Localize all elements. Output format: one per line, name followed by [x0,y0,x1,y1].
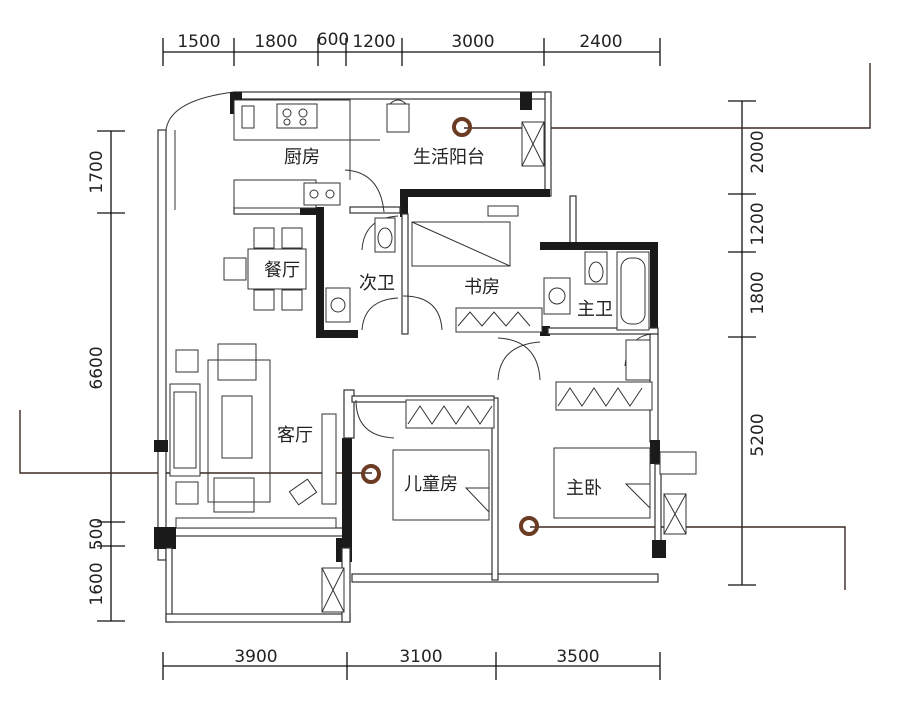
reference-lines [19,63,871,590]
marker-balcony [452,117,472,137]
kitchen-fixtures [233,99,380,209]
room-labels: 厨房 生活阳台 餐厅 次卫 书房 主卫 客厅 儿童房 主卧 [264,147,613,499]
left-dim-4: 1600 [87,562,107,605]
room-label-study: 书房 [464,277,500,298]
bottom-balcony-fixtures [321,567,345,613]
second-bath-fixtures [325,217,396,323]
master-bedroom-furniture [553,339,697,535]
right-dim-3: 1800 [748,271,768,314]
right-dim-4: 5200 [748,413,768,456]
left-dim-3: 500 [87,518,107,550]
kids-room-furniture [392,399,495,521]
room-label-second-bath: 次卫 [359,273,395,294]
orientation-markers [361,117,539,536]
bottom-dim-3: 3500 [556,647,599,667]
marker-living [361,464,381,484]
bottom-dim-2: 3100 [399,647,442,667]
room-label-kitchen: 厨房 [284,147,320,168]
top-dim-6: 2400 [579,32,622,52]
bottom-dimension-line: 3900 3100 3500 [162,647,661,680]
right-dim-1: 2000 [748,130,768,173]
left-dimension-line: 1700 6600 500 1600 [87,130,125,622]
room-label-living: 客厅 [277,425,313,446]
balcony-fixtures [386,99,545,167]
master-bath-fixtures [543,251,650,331]
top-dim-3: 600 [317,30,349,50]
dining-table [223,227,307,311]
room-label-kids: 儿童房 [404,474,458,495]
study-fixtures [411,205,543,333]
room-label-dining: 餐厅 [264,260,300,281]
left-dim-1: 1700 [87,150,107,193]
room-label-balcony: 生活阳台 [413,147,485,168]
room-label-master-bath: 主卫 [577,299,613,320]
left-dim-2: 6600 [87,346,107,389]
top-dimension-line: 1500 1800 600 1200 3000 2400 [162,30,661,66]
doors [344,169,653,439]
living-room-furniture [169,343,337,529]
top-dim-1: 1500 [177,32,220,52]
right-dimension-line: 2000 1200 1800 5200 [728,100,768,586]
room-label-master-bedroom: 主卧 [566,478,602,499]
top-dim-5: 3000 [451,32,494,52]
top-dim-2: 1800 [254,32,297,52]
top-dim-4: 1200 [352,32,395,52]
marker-bedroom [519,516,539,536]
right-dim-2: 1200 [748,202,768,245]
exterior-walls [154,91,666,623]
bottom-dim-1: 3900 [234,647,277,667]
